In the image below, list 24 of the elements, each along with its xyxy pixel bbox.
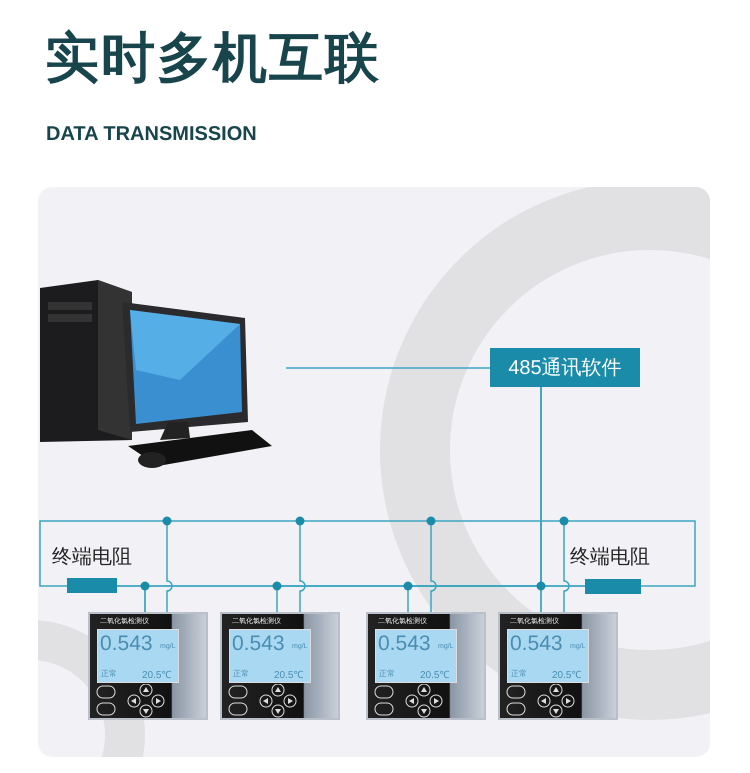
connector-line	[286, 367, 490, 369]
reading-value: 0.543	[100, 632, 153, 656]
reading-value: 0.543	[510, 632, 563, 656]
status-text: 正常	[233, 668, 249, 679]
reading-value: 0.543	[232, 632, 285, 656]
temperature-text: 20.5℃	[552, 669, 582, 681]
status-text: 正常	[511, 668, 527, 679]
temperature-text: 20.5℃	[142, 669, 172, 681]
meter-panel	[88, 612, 208, 720]
meter-panel	[366, 612, 486, 720]
subtitle: DATA TRANSMISSION	[46, 123, 257, 146]
meter-panel	[220, 612, 340, 720]
status-text: 正常	[379, 668, 395, 679]
resistor-label: 终端电阻	[52, 545, 132, 570]
reading-value: 0.543	[378, 632, 431, 656]
page-title: 实时多机互联	[45, 27, 381, 90]
meter-panel	[498, 612, 618, 720]
status-text: 正常	[101, 668, 117, 679]
software-box: 485通讯软件	[490, 348, 640, 387]
connector-line	[117, 585, 146, 612]
resistor-label: 终端电阻	[570, 545, 650, 570]
temperature-text: 20.5℃	[420, 669, 450, 681]
connector-line	[540, 585, 585, 612]
temperature-text: 20.5℃	[274, 669, 304, 681]
